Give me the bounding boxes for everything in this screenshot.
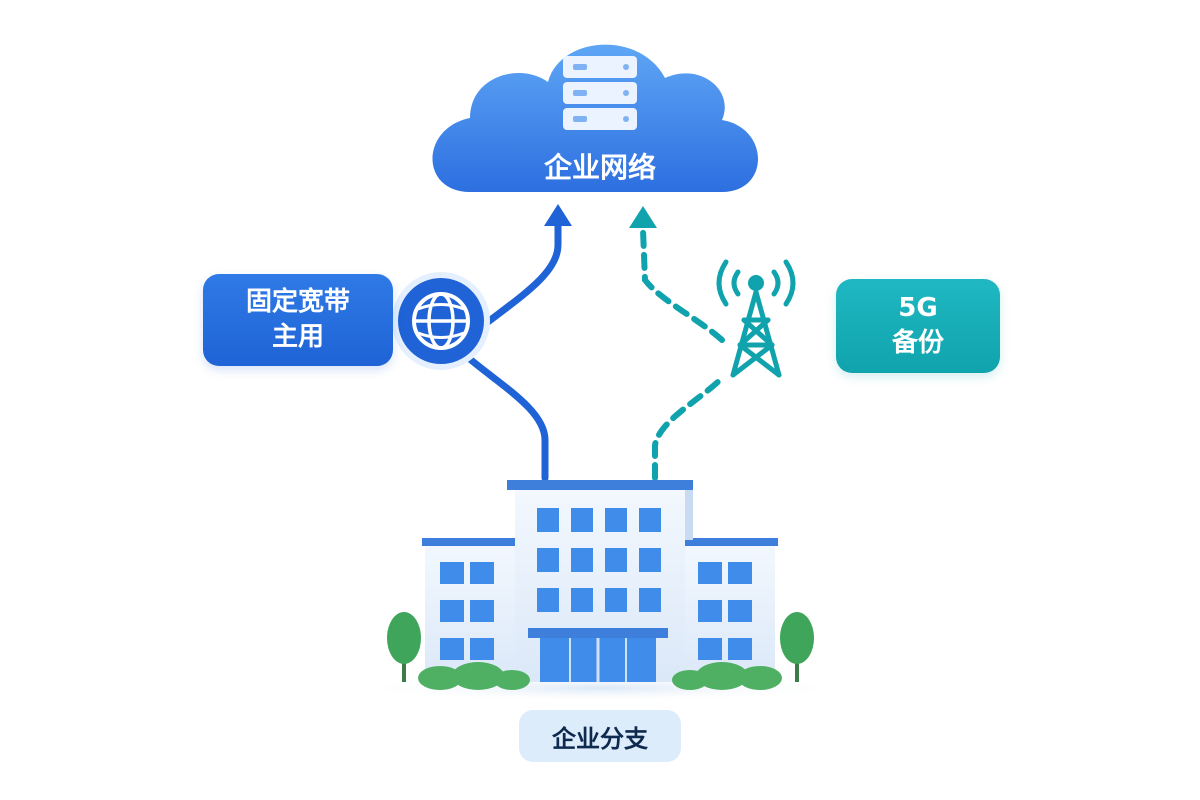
primary-broadband-link <box>392 204 572 482</box>
primary-link-role: 主用 <box>271 322 324 352</box>
office-building-icon <box>345 480 855 702</box>
primary-arrowhead-icon <box>544 204 572 226</box>
backup-link-name: 5G <box>898 292 938 323</box>
backup-arrowhead-icon <box>629 206 657 228</box>
enterprise-network-cloud <box>432 44 758 193</box>
bush-icon <box>418 662 782 690</box>
backup-link-role: 备份 <box>891 328 944 358</box>
backup-5g-link <box>629 206 796 481</box>
branch-label: 企业分支 <box>519 710 681 762</box>
primary-link-name: 固定宽带 <box>245 286 350 317</box>
tree-icon <box>780 612 814 682</box>
server-rack-icon <box>563 56 637 130</box>
tree-icon <box>387 612 421 682</box>
globe-icon <box>392 272 490 370</box>
cell-tower-icon <box>716 259 796 378</box>
cloud-label: 企业网络 <box>543 151 656 184</box>
primary-link-label: 固定宽带 主用 <box>203 274 393 366</box>
backup-link-label: 5G 备份 <box>836 279 1000 373</box>
